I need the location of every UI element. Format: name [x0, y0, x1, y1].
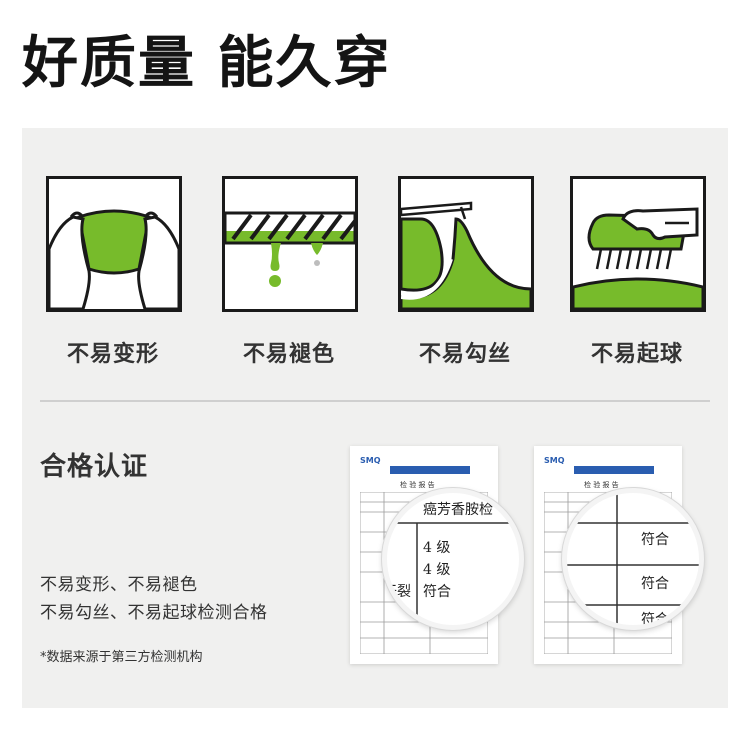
brush-pilling-icon — [570, 176, 706, 312]
report-heading: 检 验 报 告 — [400, 481, 435, 489]
rope-dye-icon — [222, 176, 358, 312]
snag-thread-icon — [398, 176, 534, 312]
certification-line: 不易勾丝、不易起球检测合格 — [40, 603, 268, 623]
lens-text: 4 级 — [423, 562, 451, 578]
magnifier-lens: 符合 符合 符合 — [562, 488, 704, 630]
feature-no-deform: 不易变形 — [46, 176, 182, 368]
lens-text: 符合 — [641, 576, 669, 592]
certification-title: 合格认证 — [40, 452, 149, 482]
report-heading: 检 验 报 告 — [584, 481, 619, 489]
feature-label: 不易勾丝 — [418, 342, 511, 367]
certification-line: 不易变形、不易褪色 — [40, 575, 198, 595]
report-brand: SMQ — [544, 456, 565, 465]
report-banner — [574, 466, 654, 474]
feature-no-fade: 不易褪色 — [222, 176, 358, 368]
stretch-hands-icon — [46, 176, 182, 312]
quality-panel: 不易变形 不易褪色 — [22, 128, 728, 708]
lens-text: 符合 — [641, 532, 669, 548]
report-banner — [390, 466, 470, 474]
lens-text: 及 — [391, 604, 405, 620]
report-brand: SMQ — [360, 456, 381, 465]
feature-label: 不易起球 — [590, 342, 683, 367]
lens-text: 干裂 — [383, 584, 411, 600]
feature-no-snag: 不易勾丝 — [398, 176, 534, 368]
section-divider — [40, 400, 710, 402]
lens-text: 癌芳香胺检 — [423, 502, 493, 518]
lens-text: 符合 — [423, 584, 451, 600]
feature-no-pilling: 不易起球 — [570, 176, 706, 368]
magnifier-lens: 癌芳香胺检 4 级 4 级 符合 干裂 及 — [382, 488, 524, 630]
page-headline: 好质量 能久穿 — [22, 31, 392, 96]
lens-text: 符合 — [641, 612, 669, 628]
feature-label: 不易褪色 — [242, 342, 335, 367]
feature-label: 不易变形 — [66, 342, 159, 367]
lens-text: 4 级 — [423, 540, 451, 556]
source-note: *数据来源于第三方检测机构 — [40, 650, 203, 665]
